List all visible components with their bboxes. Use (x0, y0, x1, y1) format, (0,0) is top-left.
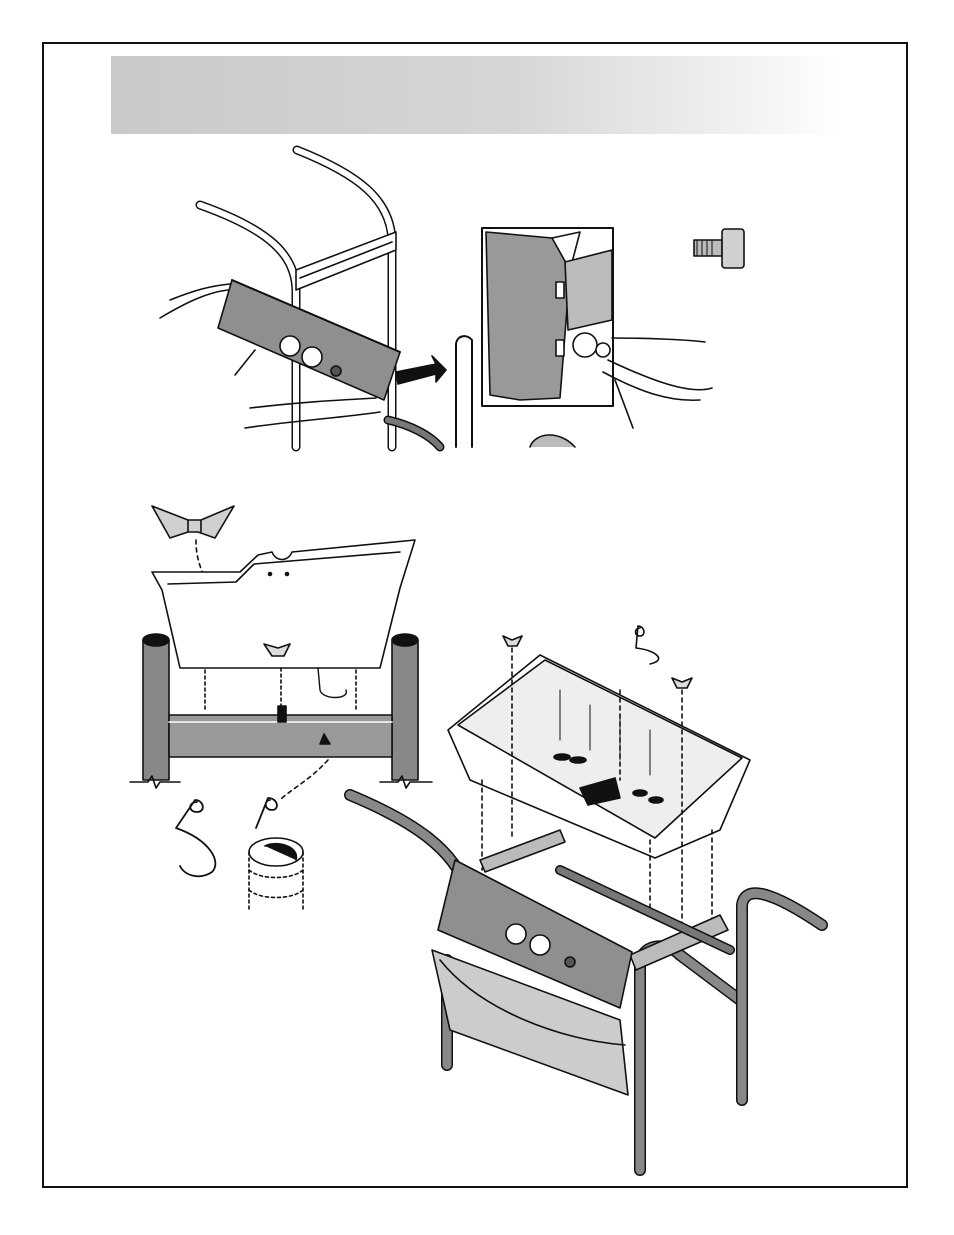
shoulder-bolt-icon (694, 229, 744, 268)
figure-firebox-front (130, 506, 432, 800)
figure-firebox-cart-isometric (350, 626, 822, 1170)
leader-line (615, 380, 633, 428)
hair-pin-clip-icon (176, 800, 215, 876)
clip-on-tube-icon (249, 798, 303, 912)
wing-nut-icon (152, 506, 234, 538)
figure-detail-inset (482, 228, 712, 406)
